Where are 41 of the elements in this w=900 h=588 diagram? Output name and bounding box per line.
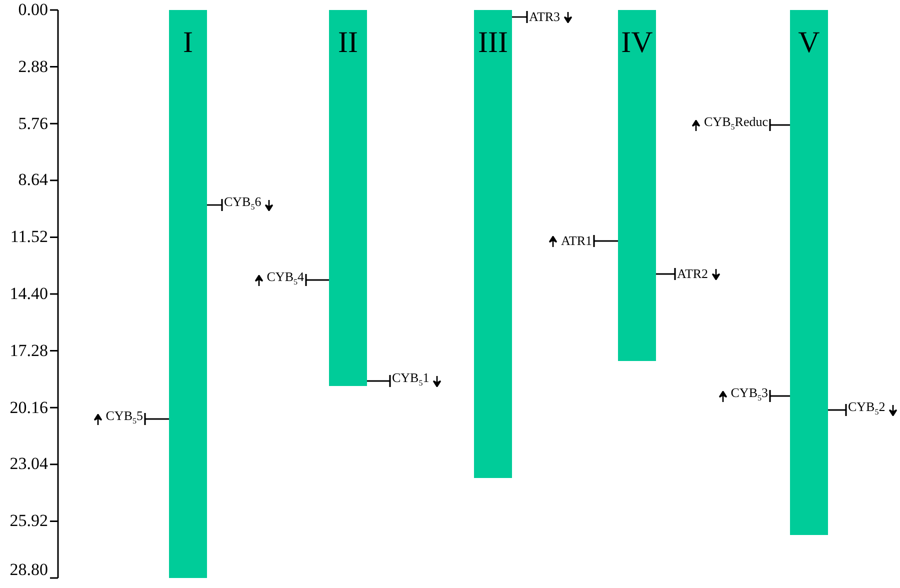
chromosome-bar bbox=[790, 10, 828, 535]
gene-label: ATR1 bbox=[560, 234, 592, 248]
axis-tick-label: 20.16 bbox=[8, 398, 48, 417]
chromosome-label: II bbox=[337, 28, 359, 58]
axis-tick-label: 11.52 bbox=[9, 228, 48, 246]
leader-line bbox=[367, 374, 391, 388]
axis-tick-label: 17.28 bbox=[8, 342, 48, 360]
leader-line bbox=[828, 403, 847, 417]
leader-line bbox=[769, 118, 790, 132]
leader-line bbox=[207, 198, 223, 212]
gene-label: CYB$_{5}$3 bbox=[730, 386, 768, 405]
chromosome-bar bbox=[329, 10, 367, 386]
leader-line bbox=[656, 267, 676, 281]
axis-tick-label: 25.92 bbox=[8, 512, 48, 530]
chromosome-bar bbox=[618, 10, 656, 361]
gene-label: ATR3 bbox=[529, 10, 560, 24]
axis-tick-label: 8.64 bbox=[17, 171, 48, 190]
chromosome-label: V bbox=[797, 28, 821, 58]
chromosome-bar bbox=[474, 10, 512, 478]
gene-label: CYB$_{5}$5 bbox=[106, 409, 143, 428]
gene-label: ATR2 bbox=[677, 267, 708, 281]
axis-tick-label: 5.76 bbox=[17, 114, 48, 133]
gene-label: CYB$_{5}$2 bbox=[848, 400, 886, 419]
chromosome-bar bbox=[169, 10, 207, 578]
axis-tick-label: 0.00 bbox=[17, 1, 48, 19]
axis-tick-label: 23.04 bbox=[8, 455, 48, 474]
leader-line bbox=[769, 389, 790, 403]
axis-tick-label: 2.88 bbox=[17, 58, 48, 76]
leader-line bbox=[512, 10, 528, 24]
gene-label: CYB$_{5}$Reduc bbox=[704, 115, 768, 134]
axis-tick-label: 14.40 bbox=[8, 285, 48, 303]
leader-line bbox=[593, 234, 618, 248]
gene-label: CYB$_{5}$4 bbox=[266, 270, 304, 289]
leader-line bbox=[144, 412, 169, 426]
chromosome-label: IV bbox=[620, 28, 654, 58]
chromosome-label: III bbox=[477, 28, 509, 58]
axis-tick-label: 28.80 bbox=[8, 561, 48, 579]
leader-line bbox=[305, 273, 329, 287]
gene-label: CYB$_{5}$6 bbox=[224, 195, 262, 214]
chromosome-label: I bbox=[182, 28, 194, 58]
gene-label: CYB$_{5}$1 bbox=[392, 371, 430, 390]
